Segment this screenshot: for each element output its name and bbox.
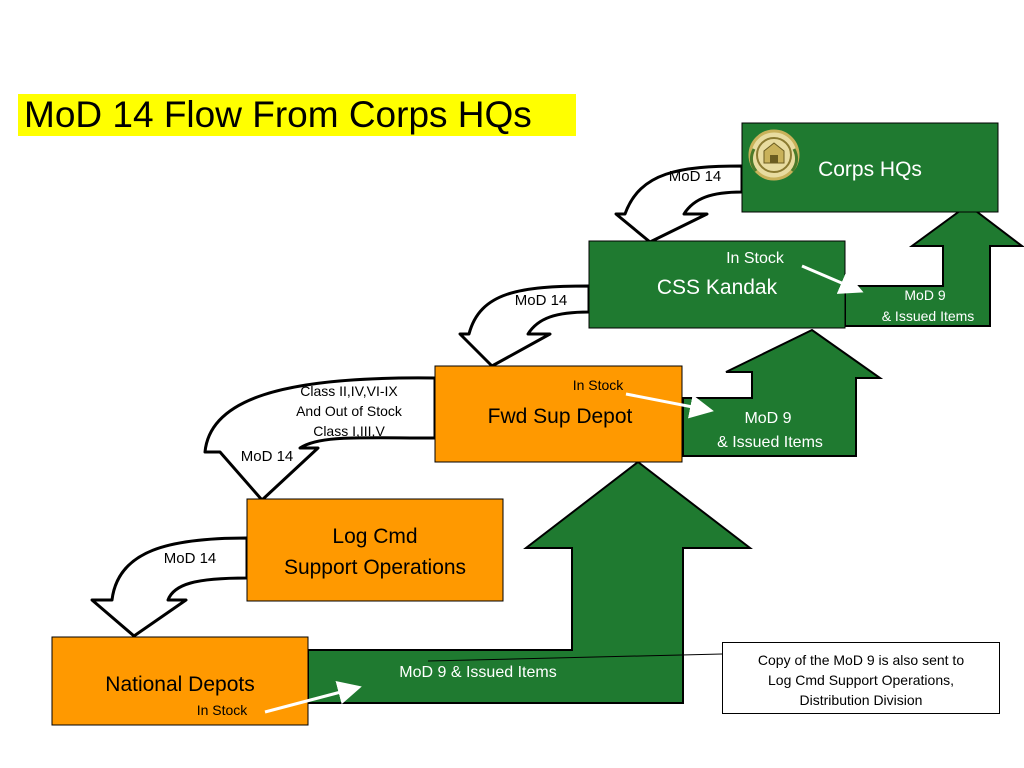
mod9-top-label-line2: & Issued Items (882, 308, 975, 324)
note-leader-line (427, 653, 723, 662)
in-stock-kandak-label: In Stock (726, 250, 785, 267)
in-stock-national-pointer (264, 680, 362, 714)
page-title: MoD 14 Flow From Corps HQs (18, 94, 576, 136)
log-cmd-label-line2: Support Operations (284, 556, 466, 579)
mod14-fwd-label: MoD 14 (241, 448, 294, 465)
mod9-bottom-label: MoD 9 & Issued Items (399, 664, 556, 681)
copy-note-box: Copy of the MoD 9 is also sent to Log Cm… (722, 642, 1000, 714)
copy-note-line2: Log Cmd Support Operations, (768, 672, 954, 688)
mod9-mid-label-line1: MoD 9 (744, 410, 791, 427)
in-stock-fwd-label: In Stock (573, 377, 625, 393)
mod9-mid-label-line2: & Issued Items (717, 434, 823, 451)
mod14-arrow-logcmd-to-national (90, 536, 249, 638)
copy-note-line1: Copy of the MoD 9 is also sent to (757, 652, 965, 668)
css-kandak-label: CSS Kandak (657, 276, 778, 299)
mod9-arrow-national-to-fwd (307, 460, 753, 704)
mod14-corps-label: MoD 14 (669, 168, 722, 185)
mod14-logcmd-label: MoD 14 (164, 550, 217, 567)
class-label-line3: Class I,III,V (313, 423, 385, 439)
national-emblem-icon (748, 129, 800, 181)
class-label-line1: Class II,IV,VI-IX (300, 383, 398, 399)
class-label-line2: And Out of Stock (296, 403, 403, 419)
copy-note-line3: Distribution Division (799, 692, 923, 708)
mod14-kandak-label: MoD 14 (515, 292, 568, 309)
fwd-sup-depot-label: Fwd Sup Depot (488, 405, 633, 428)
mod14-arrow-corps-to-kandak (614, 164, 744, 244)
mod14-arrow-fwd-to-logcmd (203, 376, 437, 502)
national-depots-box (51, 636, 309, 726)
in-stock-national-label: In Stock (197, 702, 249, 718)
fwd-sup-depot-box (434, 365, 683, 463)
national-depots-label: National Depots (105, 673, 254, 696)
mod14-arrow-kandak-to-fwd (458, 284, 591, 368)
log-cmd-box (246, 498, 504, 602)
mod9-top-label-line1: MoD 9 (904, 287, 945, 303)
log-cmd-label-line1: Log Cmd (332, 525, 417, 548)
in-stock-fwd-pointer (625, 392, 714, 419)
mod9-arrow-fwd-to-kandak (682, 328, 884, 457)
in-stock-kandak-pointer (801, 264, 864, 294)
corps-hqs-label: Corps HQs (818, 158, 922, 181)
mod9-arrow-kandak-to-corps (844, 203, 1024, 327)
